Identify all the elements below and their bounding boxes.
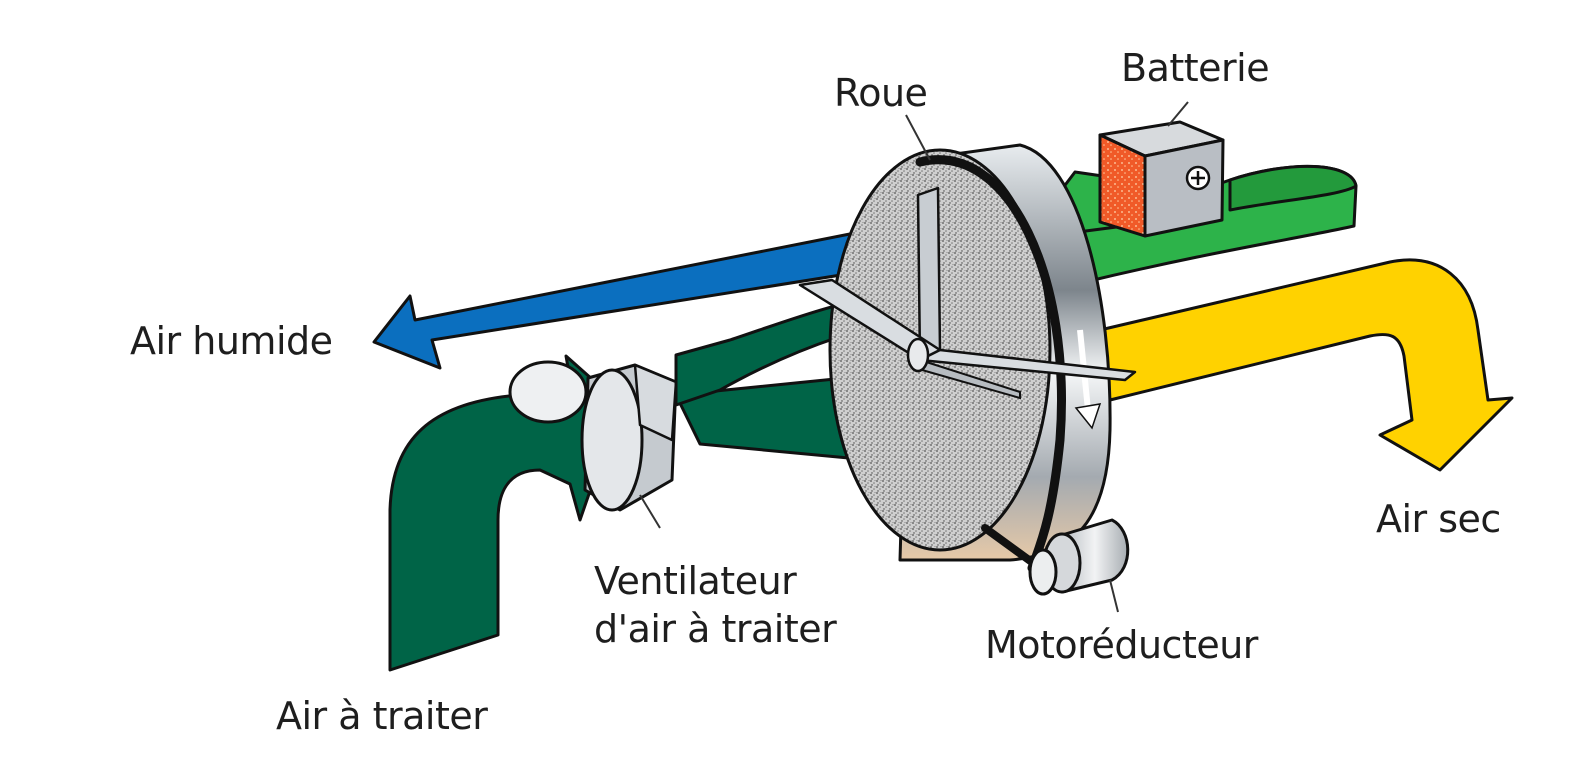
label-ventilateur-line2: d'air à traiter (594, 606, 837, 651)
label-air-humide: Air humide (130, 319, 333, 363)
leader-lines (639, 101, 1189, 613)
label-roue: Roue (834, 71, 928, 115)
desiccant-wheel (798, 143, 1137, 573)
humid-air-arrow (372, 226, 887, 370)
label-ventilateur: Ventilateur d'air à traiter (594, 558, 837, 653)
label-air-sec: Air sec (1376, 497, 1501, 541)
label-batterie: Batterie (1121, 46, 1270, 90)
heater-battery (1098, 120, 1225, 238)
gear-motor (981, 518, 1130, 596)
label-motoreducteur: Motoréducteur (985, 623, 1258, 667)
dry-air-arrow (1098, 258, 1514, 472)
label-ventilateur-line1: Ventilateur (594, 559, 797, 603)
label-air-a-traiter: Air à traiter (276, 694, 488, 738)
fan (508, 360, 678, 512)
